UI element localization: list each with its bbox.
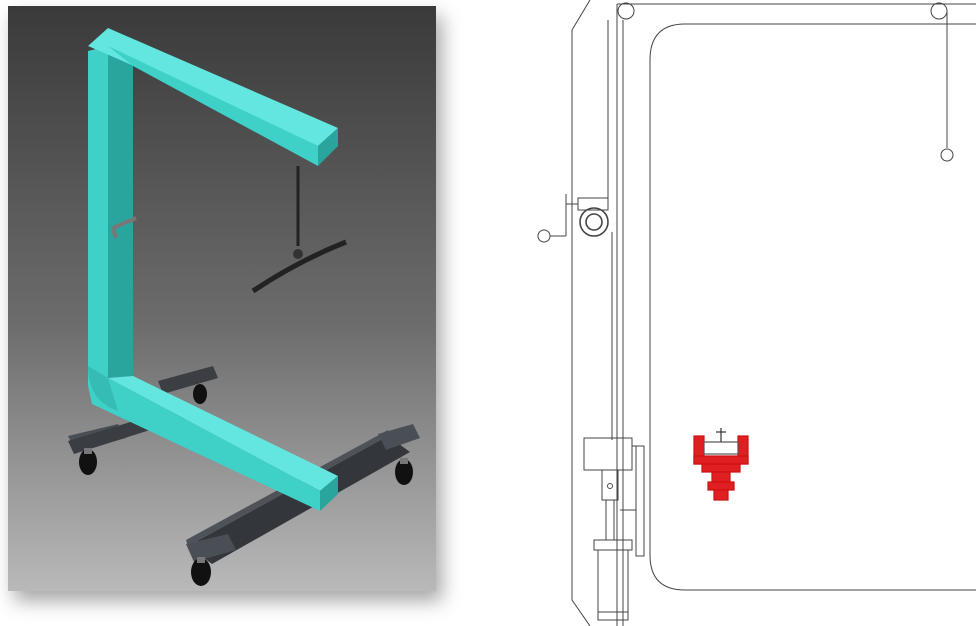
carriage-pin [607, 483, 613, 489]
winch-drum-inner [585, 213, 603, 231]
caster-wheels [79, 384, 413, 586]
hoist-schematic-icon [537, 0, 976, 626]
inner-frame [649, 23, 976, 591]
winch-drum-outer [579, 207, 609, 237]
crank-knob [537, 229, 551, 243]
pulley-right [930, 2, 948, 20]
cylinder-body [597, 549, 629, 621]
gripper-component [693, 428, 749, 501]
guide-plate [635, 445, 645, 557]
pulley-left [617, 2, 635, 20]
render-view [8, 6, 436, 591]
lift-cable [251, 166, 347, 294]
carriage-stem [601, 469, 619, 501]
hoist-frame-3d-icon [68, 28, 420, 586]
crank-handle [111, 216, 137, 239]
schematic-view [520, 0, 976, 626]
c-frame [88, 28, 338, 511]
outer-frame-left [571, 0, 591, 626]
hook-ring [940, 148, 954, 162]
carriage-block [583, 437, 633, 471]
cylinder-cap [593, 539, 633, 551]
